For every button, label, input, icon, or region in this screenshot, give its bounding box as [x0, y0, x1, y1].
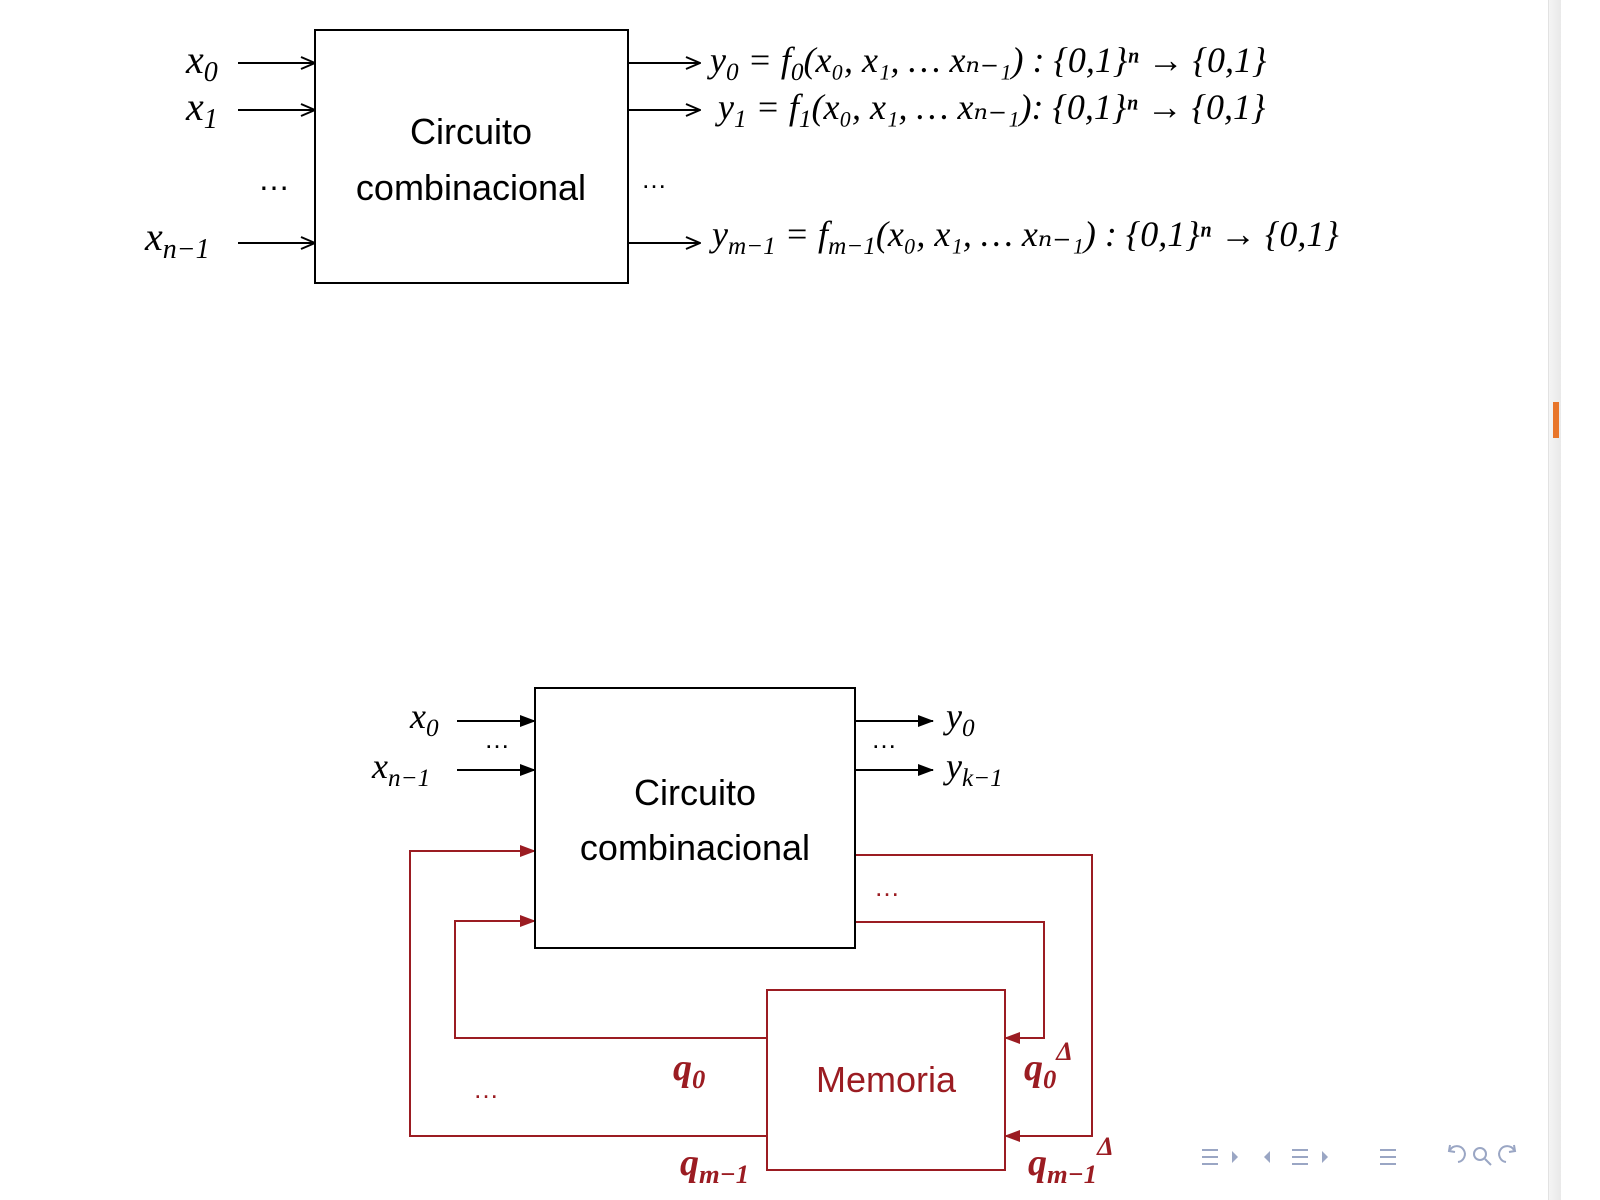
memory-block [766, 989, 1006, 1171]
block2-label-line2: combinacional [580, 827, 810, 868]
output-equation-y1: y1 = f1(x₀, x₁, … xₙ₋₁): {0,1}ⁿ → {0,1} [715, 87, 1266, 133]
input-ellipsis-2: … [484, 724, 510, 754]
output-ellipsis-2: … [871, 724, 897, 754]
input-label-xn1: xn−1 [144, 214, 210, 265]
nav-back-icon[interactable] [1447, 1144, 1466, 1163]
combinational-block-2 [534, 687, 856, 949]
nav-search-icon[interactable] [1473, 1147, 1492, 1166]
scroll-position-marker[interactable] [1553, 402, 1559, 438]
next-state-label-q0: q0Δ [1024, 1036, 1073, 1094]
navigation-bar [1202, 1144, 1517, 1166]
output-equation-y0: y0 = f0(x₀, x₁, … xₙ₋₁) : {0,1}ⁿ → {0,1} [707, 40, 1267, 86]
nav-toc-mid-icon[interactable] [1292, 1149, 1308, 1165]
nav-forward-icon[interactable] [1498, 1144, 1517, 1163]
nav-frame-prev-icon[interactable] [1264, 1151, 1270, 1163]
input-ellipsis: … [258, 161, 290, 197]
state-label-q0: q0 [673, 1047, 705, 1094]
state-label-qm1: qm−1 [680, 1142, 749, 1189]
input-label-x1: x1 [185, 84, 218, 135]
output-equation-ym1: ym−1 = fm−1(x₀, x₁, … xₙ₋₁) : {0,1}ⁿ → {… [709, 214, 1339, 260]
feedback-wire-qm1-delta [855, 854, 1093, 1142]
input-label-x0-2: x0 [409, 696, 439, 742]
nav-toc-icon[interactable] [1380, 1149, 1396, 1165]
feedback-ellipsis-left: … [473, 1074, 499, 1104]
block-label-line2: combinacional [356, 167, 586, 208]
nav-frame-next-icon[interactable] [1322, 1151, 1328, 1163]
viewer-scrollbar[interactable] [1548, 0, 1561, 1200]
input-label-x0: x0 [185, 37, 218, 88]
memory-label: Memoria [816, 1059, 957, 1100]
nav-section-prev-icon[interactable] [1202, 1149, 1238, 1165]
feedback-wire-qm1 [409, 845, 767, 1137]
combinational-block [314, 29, 629, 284]
feedback-wire-q0 [454, 915, 767, 1039]
output-label-y0-2: y0 [943, 696, 975, 742]
input-label-xn1-2: xn−1 [371, 746, 430, 792]
combinational-diagram: Circuito combinacional x0 x1 xn−1 … … y0… [144, 29, 1339, 284]
next-state-label-qm1: qm−1Δ [1028, 1131, 1114, 1189]
feedback-ellipsis-right: … [874, 872, 900, 902]
feedback-wire-q0-delta [855, 921, 1045, 1044]
block2-label-line1: Circuito [634, 772, 756, 813]
output-ellipsis: … [641, 164, 667, 194]
block-label-line1: Circuito [410, 111, 532, 152]
output-label-yk1-2: yk−1 [943, 746, 1003, 792]
sequential-diagram: Circuito combinacional Memoria x0 xn−1 …… [371, 687, 1114, 1189]
